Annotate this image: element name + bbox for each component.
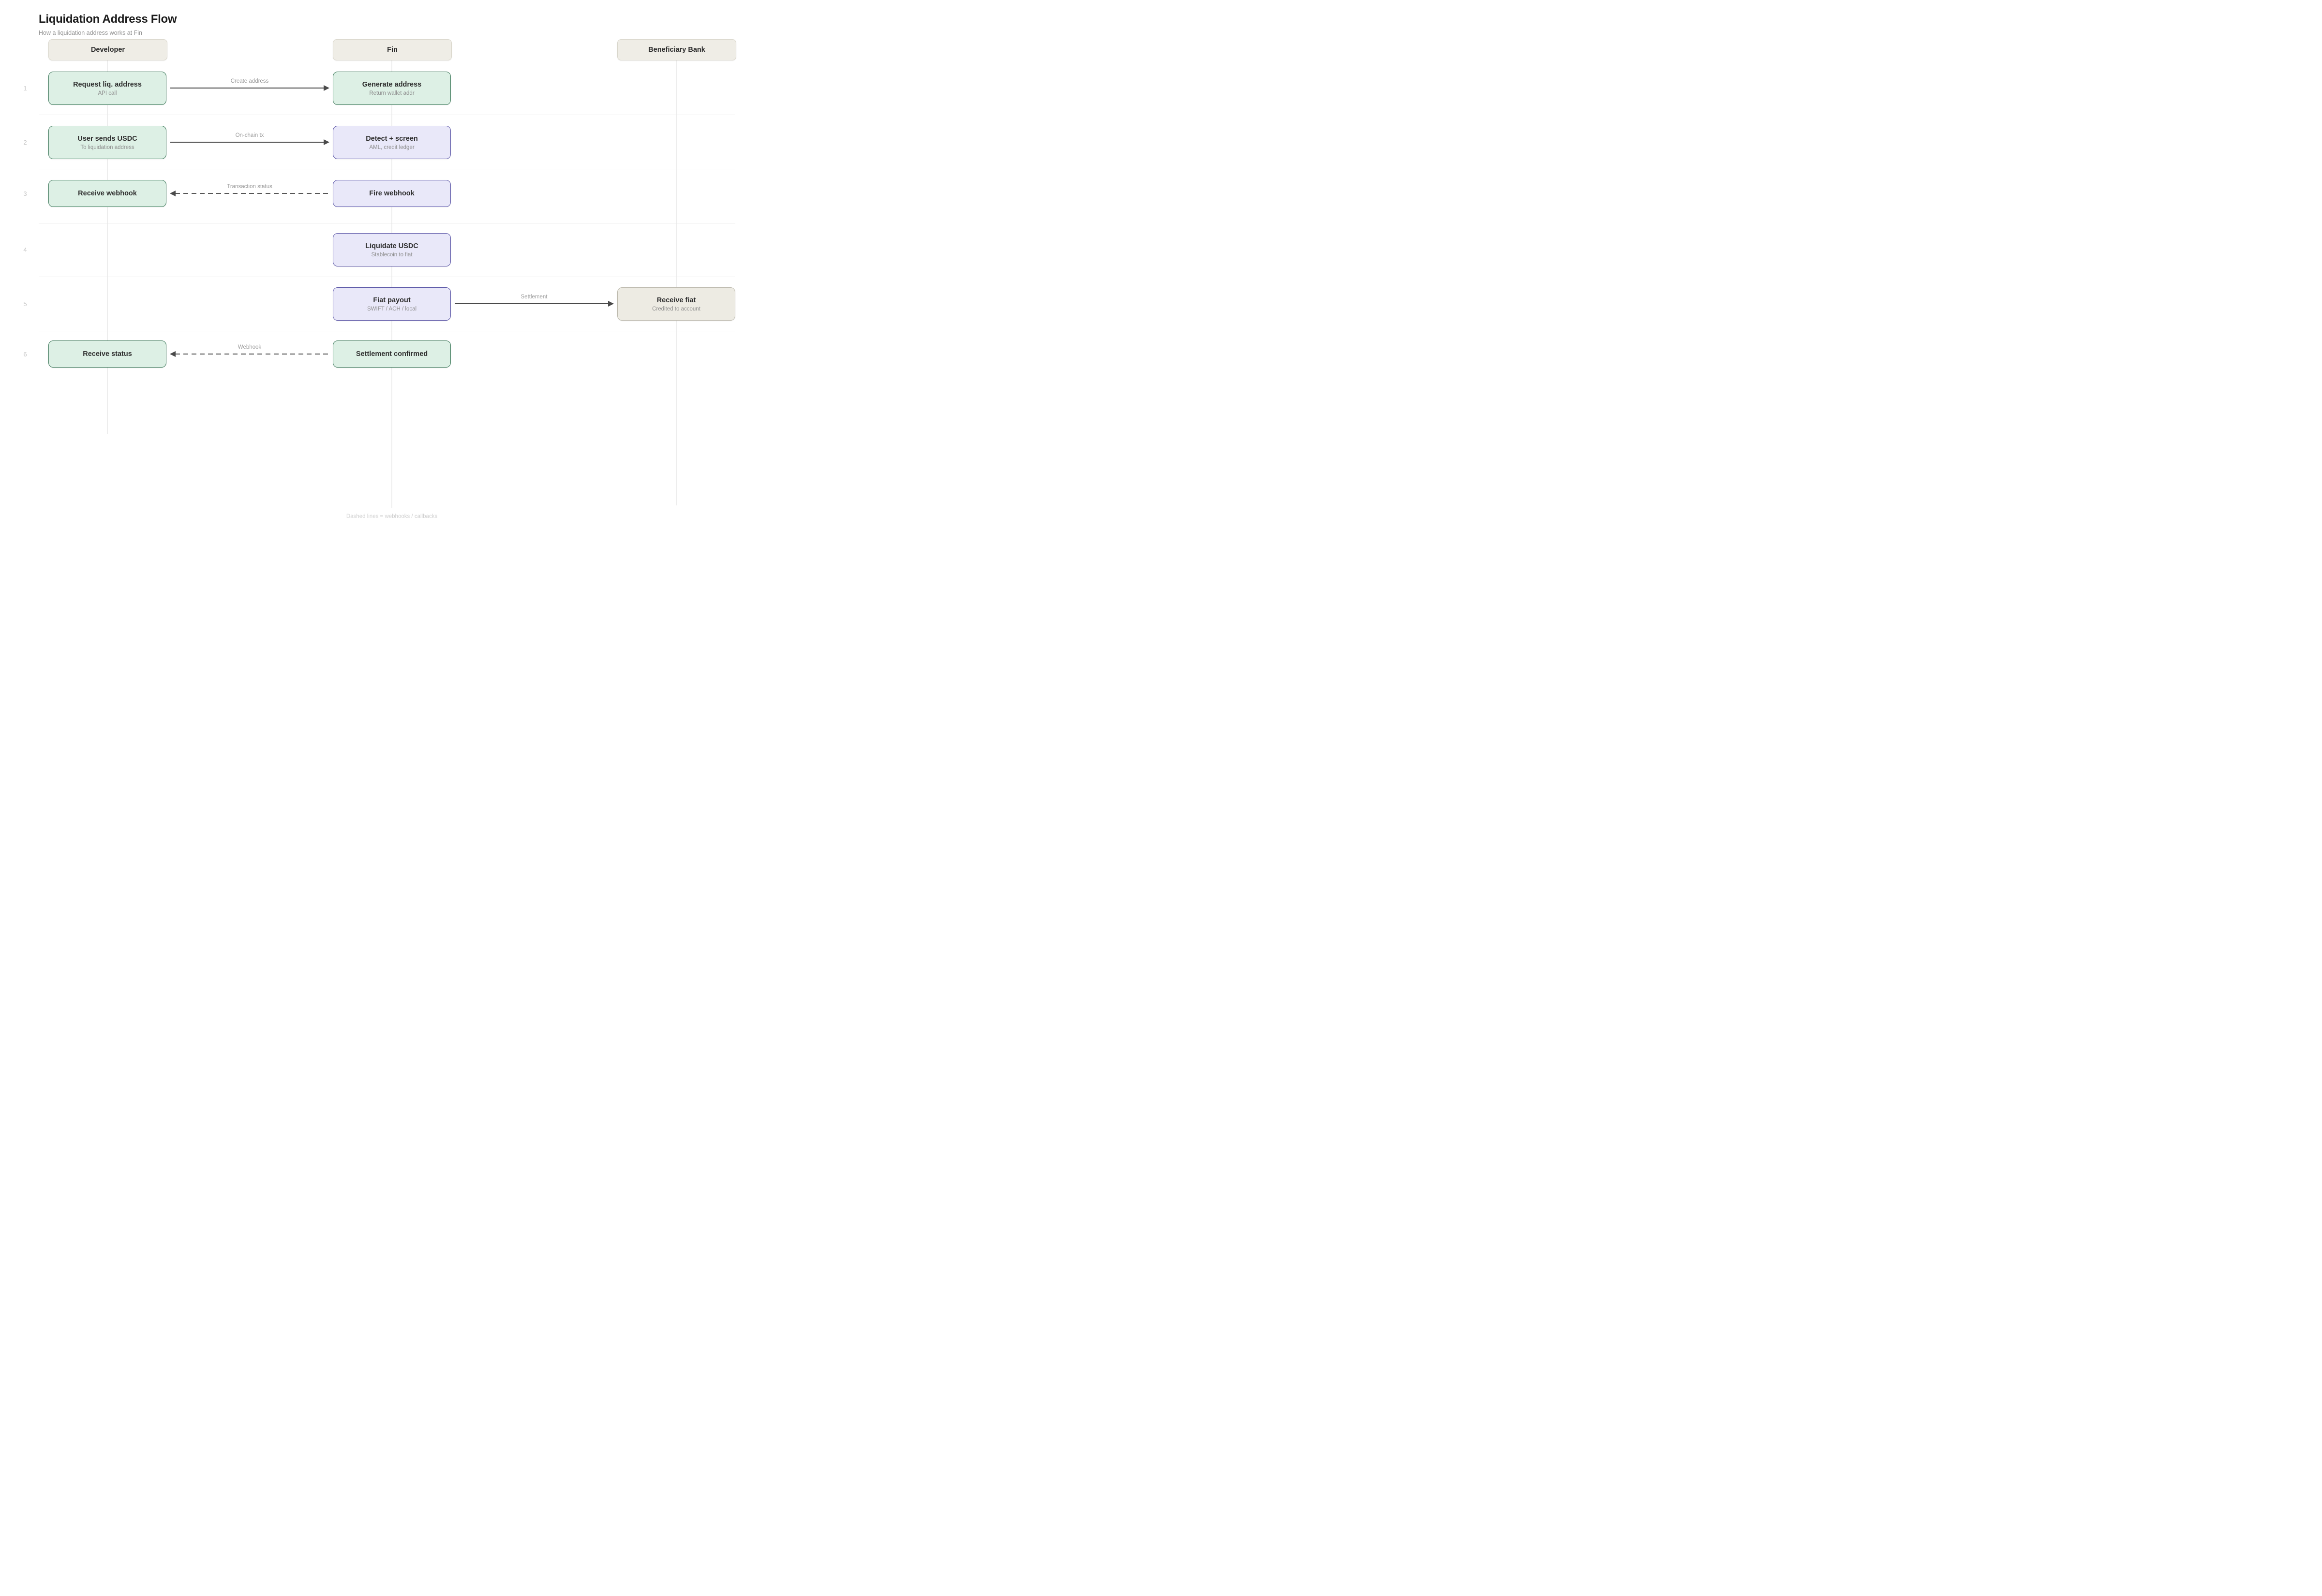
node-title: Fiat payout: [373, 296, 411, 304]
page-title: Liquidation Address Flow: [39, 13, 177, 26]
arrow-label: Webhook: [238, 344, 262, 350]
lane-header-fin: Fin: [333, 39, 452, 60]
lifeline-developer: [107, 60, 108, 434]
arrowhead-left-icon: [170, 351, 176, 357]
node-subtitle: To liquidation address: [80, 144, 134, 150]
diagram-canvas: Liquidation Address Flow How a liquidati…: [0, 0, 774, 532]
node-subtitle: API call: [98, 90, 117, 96]
row-number-4: 4: [23, 246, 27, 253]
node-title: Receive status: [83, 350, 132, 358]
row-number-2: 2: [23, 139, 27, 146]
lane-header-beneficiary-bank: Beneficiary Bank: [617, 39, 736, 60]
node-title: Receive webhook: [78, 190, 137, 197]
node-title: Generate address: [362, 80, 422, 89]
node-subtitle: Return wallet addr: [369, 90, 415, 96]
lifeline-beneficiary-bank: [676, 60, 677, 505]
row-number-3: 3: [23, 190, 27, 197]
lane-header-label: Developer: [90, 46, 125, 54]
node-user-sends-usdc: User sends USDC To liquidation address: [48, 126, 166, 159]
node-title: Detect + screen: [366, 134, 418, 143]
arrow-settlement: Settlement: [455, 294, 614, 307]
arrow-on-chain-tx: On-chain tx: [170, 133, 329, 145]
arrowhead-left-icon: [170, 191, 176, 196]
arrowhead-right-icon: [608, 301, 614, 307]
node-subtitle: Stablecoin to fiat: [371, 251, 413, 258]
node-title: Receive fiat: [656, 296, 696, 304]
arrow-line: [170, 88, 324, 89]
node-title: User sends USDC: [77, 134, 137, 143]
row-number-5: 5: [23, 300, 27, 308]
arrow-label: Settlement: [521, 294, 548, 300]
node-subtitle: Credited to account: [652, 306, 700, 312]
arrow-line: [170, 142, 324, 143]
arrow-line: [175, 354, 329, 355]
row-number-1: 1: [23, 85, 27, 92]
node-detect-screen: Detect + screen AML, credit ledger: [333, 126, 451, 159]
row-number-6: 6: [23, 351, 27, 358]
arrow-transaction-status: Transaction status: [170, 184, 329, 196]
node-fiat-payout: Fiat payout SWIFT / ACH / local: [333, 287, 451, 321]
node-generate-address: Generate address Return wallet addr: [333, 72, 451, 105]
arrow-webhook: Webhook: [170, 344, 329, 357]
page-subtitle: How a liquidation address works at Fin: [39, 30, 142, 36]
node-settlement-confirmed: Settlement confirmed: [333, 340, 451, 368]
node-title: Fire webhook: [369, 190, 415, 197]
node-receive-status: Receive status: [48, 340, 166, 368]
lane-header-label: Fin: [387, 46, 398, 54]
node-liquidate-usdc: Liquidate USDC Stablecoin to fiat: [333, 233, 451, 266]
lifeline-fin: [391, 60, 392, 508]
node-title: Request liq. address: [73, 80, 142, 89]
node-title: Settlement confirmed: [356, 350, 428, 358]
node-title: Liquidate USDC: [365, 242, 418, 250]
arrow-line: [455, 303, 609, 304]
node-receive-fiat: Receive fiat Credited to account: [617, 287, 735, 321]
node-receive-webhook: Receive webhook: [48, 180, 166, 207]
lane-header-developer: Developer: [48, 39, 167, 60]
lane-header-label: Beneficiary Bank: [648, 46, 705, 54]
arrow-line: [175, 193, 329, 194]
node-request-liq-address: Request liq. address API call: [48, 72, 166, 105]
footer-note: Dashed lines = webhooks / callbacks: [346, 514, 438, 519]
arrow-label: On-chain tx: [235, 133, 264, 138]
node-subtitle: SWIFT / ACH / local: [367, 306, 417, 312]
node-subtitle: AML, credit ledger: [369, 144, 415, 150]
arrow-label: Transaction status: [227, 184, 272, 190]
arrow-label: Create address: [230, 78, 269, 84]
node-fire-webhook: Fire webhook: [333, 180, 451, 207]
arrow-create-address: Create address: [170, 78, 329, 91]
arrowhead-right-icon: [324, 85, 329, 91]
arrowhead-right-icon: [324, 139, 329, 145]
